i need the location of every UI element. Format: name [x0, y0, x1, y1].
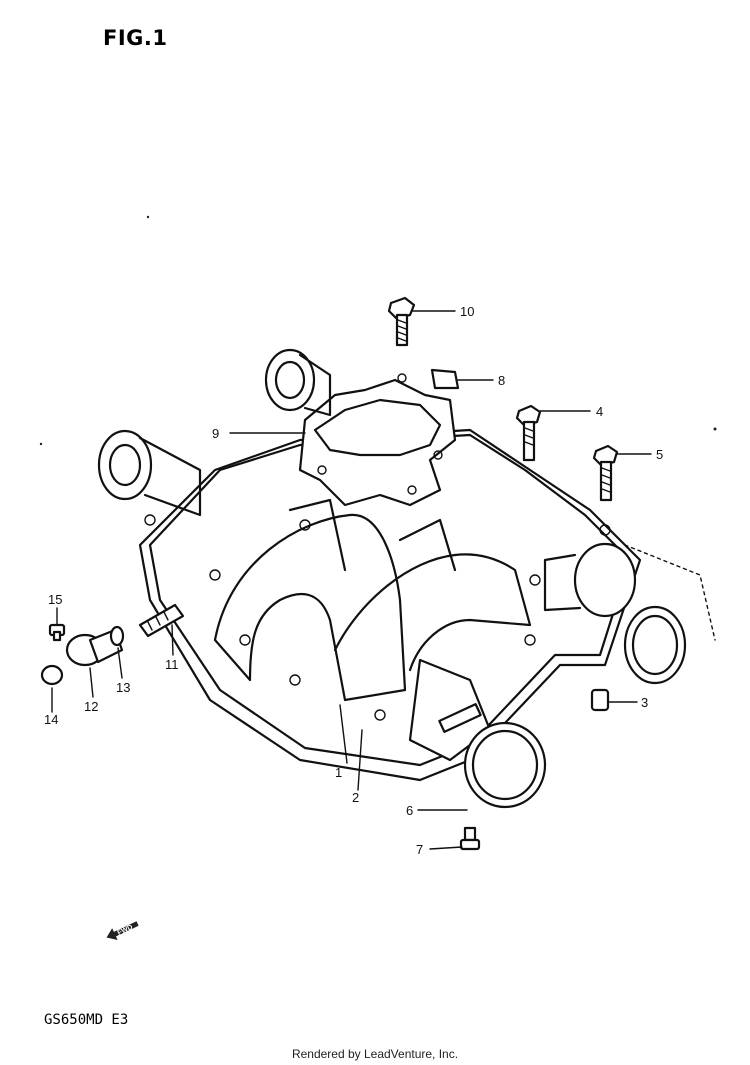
callout-11: 11	[165, 657, 179, 672]
cap-bolt-hole	[397, 373, 407, 383]
dowel-pin-3	[590, 688, 610, 712]
cap-bolt-hole	[317, 465, 327, 475]
cap-14	[40, 664, 64, 686]
callout-4: 4	[596, 404, 603, 419]
speck	[713, 427, 717, 431]
callout-10: 10	[460, 304, 474, 319]
speck	[39, 442, 43, 446]
bolt-4	[515, 404, 542, 462]
callout-numbers: 1 2 3 4 5 6 7 8 9 10 11 12 13 14 15	[44, 304, 663, 857]
end-cap-left-front	[97, 429, 202, 517]
callout-14: 14	[44, 712, 58, 727]
camshaft-end-cap	[463, 721, 547, 809]
cap-bolt-hole	[407, 485, 417, 495]
callout-12: 12	[84, 699, 98, 714]
bolt-7	[459, 826, 481, 851]
callout-15: 15	[48, 592, 62, 607]
callout-leaders	[51, 310, 652, 850]
cover-bolt-holes	[144, 514, 611, 721]
cover-rib-rear	[333, 553, 532, 672]
breather-nipple-8	[430, 368, 460, 390]
speck	[146, 215, 150, 219]
bolt-5	[592, 444, 619, 502]
callout-7: 7	[416, 842, 423, 857]
callout-2: 2	[352, 790, 359, 805]
model-code: GS650MD E3	[44, 1012, 129, 1028]
bolt-10	[387, 296, 416, 347]
screw-15	[48, 623, 66, 642]
fwd-arrow-icon: FWD	[106, 921, 139, 940]
callout-13: 13	[116, 680, 130, 695]
end-cap-left-rear	[264, 348, 332, 417]
figure-title: FIG.1	[103, 26, 168, 50]
callout-6: 6	[406, 803, 413, 818]
breather-cap	[298, 378, 457, 507]
render-credit: Rendered by LeadVenture, Inc.	[291, 1047, 459, 1061]
callout-5: 5	[656, 447, 663, 462]
breather-cap-top	[313, 398, 442, 457]
cap-bolt-hole	[433, 450, 443, 460]
tachometer-gear-11	[138, 603, 185, 638]
o-ring-13	[109, 625, 125, 647]
callout-8: 8	[498, 373, 505, 388]
cover-rib-front	[213, 513, 407, 702]
end-cap-right-rear	[543, 542, 637, 618]
oil-seal-plug	[623, 605, 687, 685]
fwd-arrow-label: FWD	[117, 924, 134, 937]
callout-3: 3	[641, 695, 648, 710]
callout-9: 9	[212, 426, 219, 441]
callout-1: 1	[335, 765, 342, 780]
cover-rib-center	[288, 498, 457, 572]
